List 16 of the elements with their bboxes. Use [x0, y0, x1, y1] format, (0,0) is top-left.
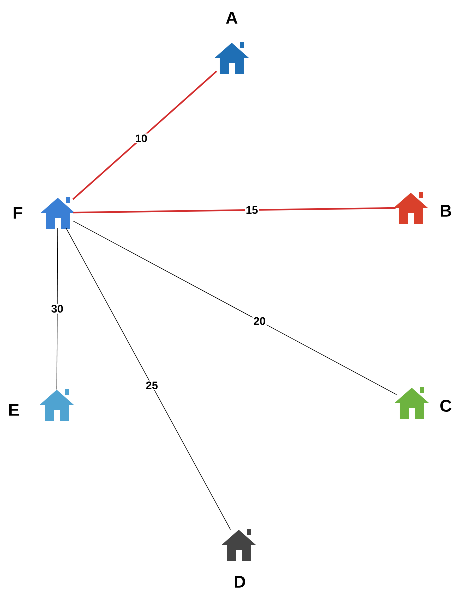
connector-line — [72, 70, 218, 200]
connector-line — [56, 228, 58, 390]
edge-label: 30 — [50, 304, 65, 314]
node-label: C — [440, 400, 452, 412]
node-label: D — [235, 576, 246, 588]
edge-label: 10 — [134, 134, 149, 144]
node-label: E — [9, 404, 19, 416]
connector-line — [66, 228, 232, 530]
node-label: F — [14, 207, 23, 219]
connector-line — [73, 207, 396, 214]
edge-label: 25 — [145, 380, 160, 391]
edge-label: 15 — [245, 205, 260, 216]
node-label: B — [441, 205, 452, 217]
node-label: A — [226, 12, 238, 24]
connector-line — [72, 220, 398, 396]
edge-label: 20 — [252, 316, 267, 326]
